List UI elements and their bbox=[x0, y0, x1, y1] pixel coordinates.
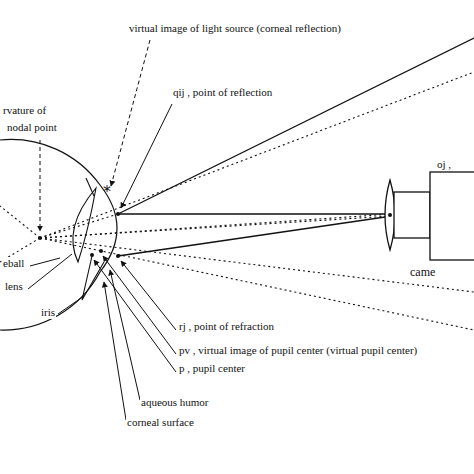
leader-lines bbox=[28, 40, 176, 420]
part-label: nodal point bbox=[6, 121, 58, 134]
eyeball-outline bbox=[0, 272, 100, 330]
camera-label: came bbox=[410, 265, 435, 279]
camera bbox=[385, 172, 474, 260]
point-label: pv , virtual image of pupil center (virt… bbox=[178, 344, 418, 357]
iris bbox=[82, 256, 104, 300]
point-label: rj , point of refraction bbox=[178, 320, 275, 333]
lens bbox=[73, 188, 96, 262]
point-label: p , pupil center bbox=[178, 362, 246, 375]
part-label: iris bbox=[40, 306, 56, 319]
part-label: lens bbox=[4, 280, 24, 293]
iris bbox=[86, 178, 94, 196]
svg-text:*: * bbox=[103, 182, 111, 201]
light-rays bbox=[118, 38, 474, 256]
point-label: qij , point of reflection bbox=[172, 86, 273, 99]
point-label: oj , bbox=[436, 158, 452, 171]
callout-label: virtual image of light source (corneal r… bbox=[128, 22, 342, 35]
part-label: rvature of bbox=[2, 104, 47, 117]
camera-body: came bbox=[410, 262, 435, 280]
part-label: aqueous humor bbox=[140, 396, 210, 409]
construction-lines bbox=[0, 72, 474, 330]
part-label: eball bbox=[2, 257, 25, 270]
eyeball-outline bbox=[0, 139, 100, 185]
part-label: corneal surface bbox=[126, 416, 195, 429]
